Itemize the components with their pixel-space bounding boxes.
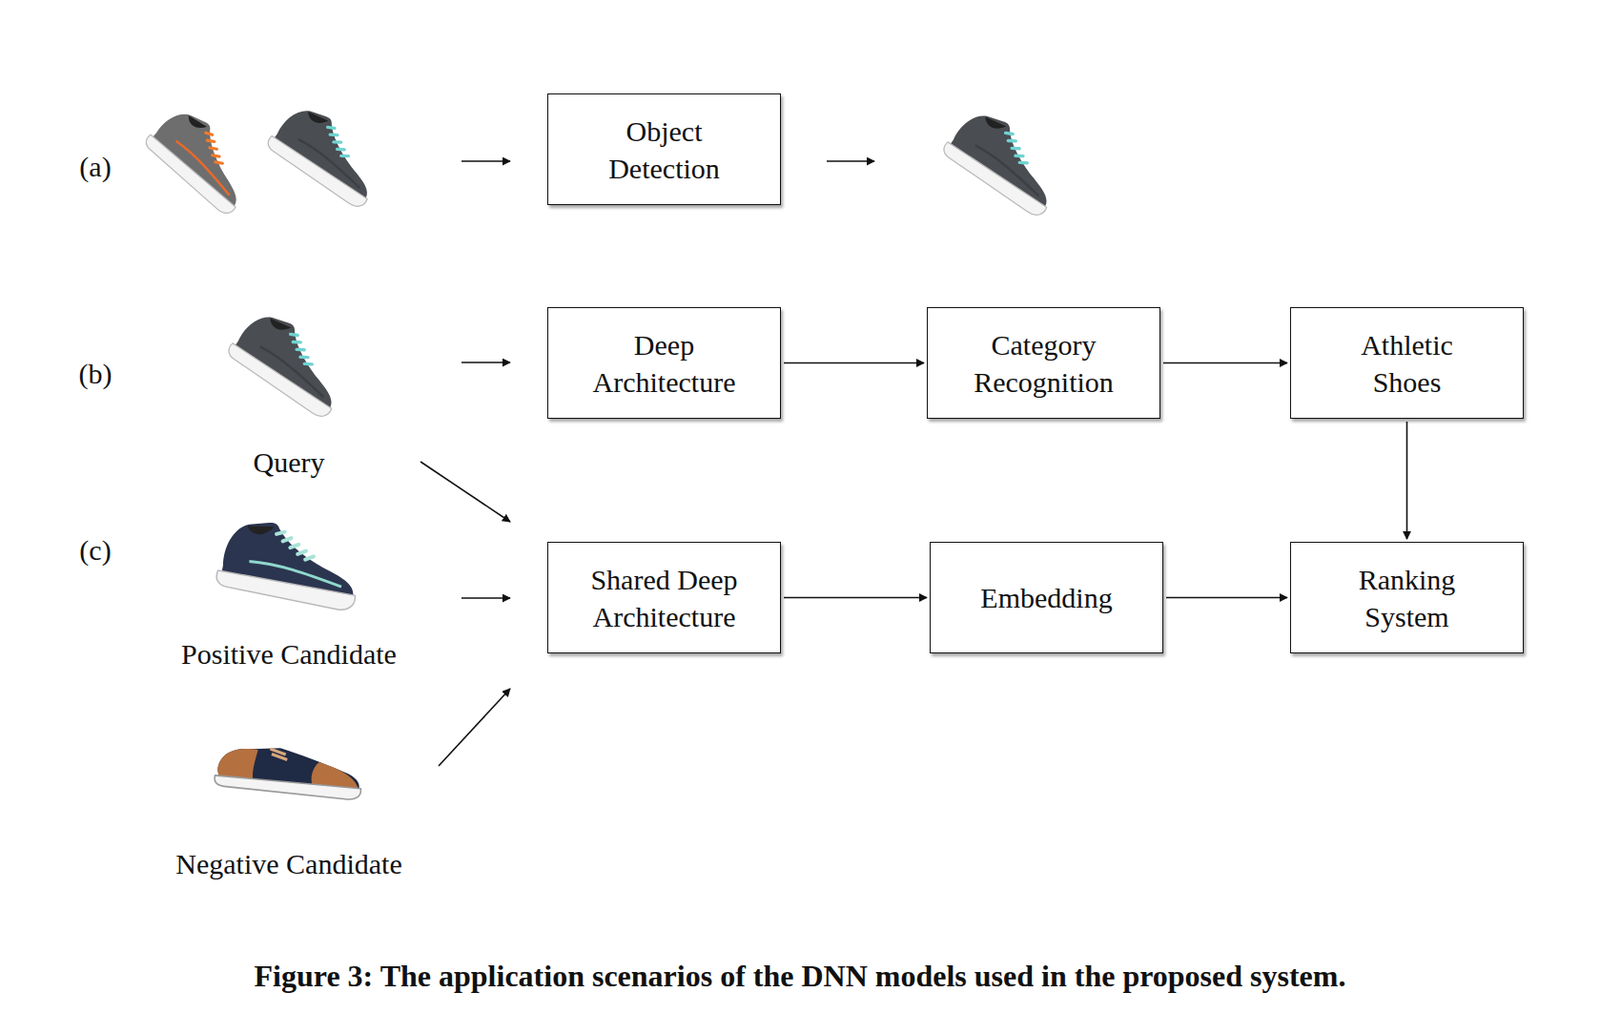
- shoe-photo: [265, 96, 394, 211]
- flow-arrow: [783, 596, 927, 599]
- box-text: Object Detection: [580, 112, 748, 187]
- shoe-photo: [214, 512, 368, 614]
- image-label: Query: [253, 445, 326, 480]
- panel-letter: (a): [79, 149, 111, 185]
- box-text: Athletic Shoes: [1323, 326, 1491, 401]
- process-box: Object Detection: [547, 93, 781, 206]
- box-text: Category Recognition: [960, 326, 1128, 401]
- process-box: Ranking System: [1290, 541, 1524, 654]
- output-arrow: [826, 160, 875, 163]
- box-text: Shared Deep Architecture: [580, 560, 748, 636]
- panel-letter: (c): [79, 533, 111, 568]
- box-text: Ranking System: [1323, 560, 1491, 636]
- input-arrow: [420, 461, 511, 522]
- panel-letter: (b): [79, 356, 113, 391]
- process-box: Embedding: [929, 541, 1164, 654]
- shoe-photo: [213, 740, 365, 800]
- shoe-photo: [940, 101, 1073, 221]
- input-arrow: [461, 160, 511, 163]
- process-box: Deep Architecture: [547, 307, 781, 419]
- input-arrow: [461, 596, 511, 599]
- flow-arrow: [1406, 421, 1409, 539]
- box-text: Deep Architecture: [580, 326, 748, 401]
- image-label: Negative Candidate: [175, 846, 402, 882]
- figure-caption: Figure 3: The application scenarios of t…: [0, 958, 1600, 994]
- image-label: Positive Candidate: [181, 636, 397, 672]
- flow-arrow: [783, 362, 924, 365]
- process-box: Category Recognition: [926, 307, 1161, 419]
- input-arrow: [461, 361, 511, 364]
- shoe-photo: [143, 100, 266, 219]
- process-box: Athletic Shoes: [1290, 307, 1524, 419]
- shoe-photo: [225, 302, 358, 422]
- flow-arrow: [1166, 596, 1288, 599]
- flow-arrow: [1163, 362, 1288, 365]
- box-text: Embedding: [980, 578, 1112, 616]
- input-arrow: [438, 688, 511, 766]
- process-box: Shared Deep Architecture: [547, 541, 781, 654]
